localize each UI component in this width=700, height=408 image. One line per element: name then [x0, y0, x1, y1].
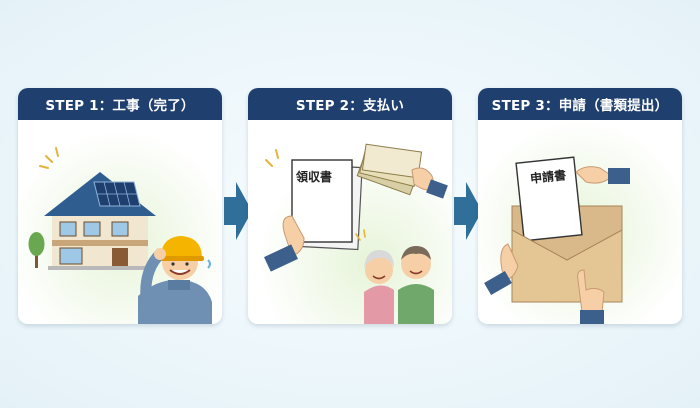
- tree-icon: [28, 232, 45, 268]
- receipt-icon: [291, 159, 363, 251]
- worker-icon: [138, 236, 212, 324]
- application-form-icon: [515, 156, 583, 242]
- arrow-right-icon: [454, 182, 482, 240]
- house-solar-icon: [44, 172, 156, 270]
- step-3-title: STEP 3：申請（書類提出）: [478, 88, 682, 120]
- sparkle-icon: [39, 147, 59, 169]
- step-1-card: STEP 1：工事（完了）: [18, 88, 222, 324]
- sparkle-icon: [265, 149, 279, 167]
- step-2-title: STEP 2：支払い: [248, 88, 452, 120]
- receipt-label: 領収書: [296, 170, 333, 184]
- hand-icon: [575, 166, 630, 184]
- step-2-illustration: 領収書: [248, 120, 452, 324]
- step-3-card: STEP 3：申請（書類提出）: [478, 88, 682, 324]
- step-2-card: STEP 2：支払い: [248, 88, 452, 324]
- step-3-illustration: 申請書: [478, 120, 682, 324]
- cash-icon: [356, 143, 448, 199]
- hand-icon: [264, 215, 305, 272]
- couple-icon: [364, 246, 434, 324]
- step-1-title: STEP 1：工事（完了）: [18, 88, 222, 120]
- step-1-illustration: [18, 120, 222, 324]
- hand-icon: [484, 243, 519, 296]
- arrow-right-icon: [224, 182, 252, 240]
- pointing-hand-icon: [577, 269, 605, 324]
